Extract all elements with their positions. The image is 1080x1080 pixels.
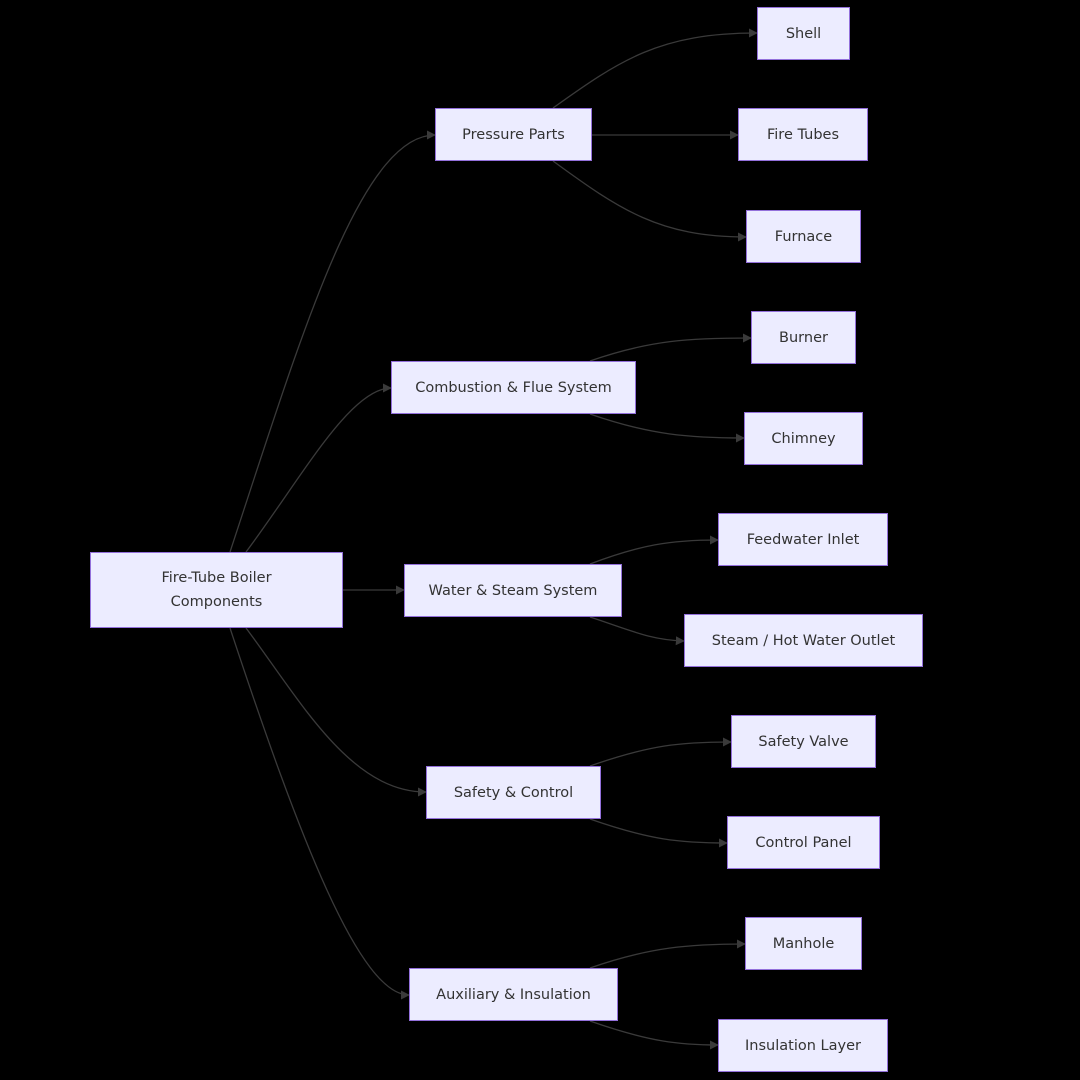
node-safety-valve: Safety Valve [731, 715, 876, 768]
edge-aux-manhole [589, 939, 746, 969]
node-label: Burner [779, 329, 828, 346]
node-label: Feedwater Inlet [746, 531, 860, 548]
edge-pressure-furnace [552, 160, 747, 242]
edge-root-combustion [245, 383, 392, 553]
node-label: Pressure Parts [462, 126, 565, 143]
node-auxiliary-insulation: Auxiliary & Insulation [409, 968, 618, 1021]
node-safety-control: Safety & Control [426, 766, 601, 819]
edge-water-outlet [589, 616, 685, 646]
node-label: Combustion & Flue System [415, 379, 612, 396]
node-label: Insulation Layer [745, 1037, 861, 1054]
node-combustion-flue-system: Combustion & Flue System [391, 361, 636, 414]
node-label: Manhole [772, 935, 835, 952]
node-label: Shell [785, 25, 822, 42]
edge-water-feedwater [589, 535, 719, 565]
node-fire-tube-boiler-components: Fire-Tube Boiler Components [90, 552, 343, 628]
node-steam-hot-water-outlet: Steam / Hot Water Outlet [684, 614, 923, 667]
node-label: Control Panel [755, 834, 852, 851]
node-manhole: Manhole [745, 917, 862, 970]
edge-combustion-chimney [589, 413, 745, 443]
node-feedwater-inlet: Feedwater Inlet [718, 513, 888, 566]
node-label: Safety & Control [453, 784, 574, 801]
node-label: Auxiliary & Insulation [436, 986, 591, 1003]
node-chimney: Chimney [744, 412, 863, 465]
edge-root-pressure-parts [229, 130, 436, 553]
node-label: Safety Valve [758, 733, 849, 750]
node-label: Fire Tubes [766, 126, 839, 143]
edge-root-auxiliary [229, 627, 410, 1000]
node-control-panel: Control Panel [727, 816, 880, 869]
node-furnace: Furnace [746, 210, 861, 263]
node-burner: Burner [751, 311, 856, 364]
node-label: Steam / Hot Water Outlet [711, 632, 896, 649]
node-fire-tubes: Fire Tubes [738, 108, 868, 161]
edge-combustion-burner [589, 333, 752, 362]
edge-pressure-shell [552, 28, 758, 109]
edge-safety-valve [589, 737, 732, 767]
edge-root-safety-control [245, 627, 427, 797]
node-label: Fire-Tube Boiler Components [161, 570, 272, 610]
node-insulation-layer: Insulation Layer [718, 1019, 888, 1072]
node-pressure-parts: Pressure Parts [435, 108, 592, 161]
node-label: Chimney [771, 430, 836, 447]
node-shell: Shell [757, 7, 850, 60]
node-water-steam-system: Water & Steam System [404, 564, 622, 617]
edge-aux-insulation [589, 1020, 719, 1050]
edge-safety-panel [589, 818, 728, 848]
node-label: Water & Steam System [428, 582, 598, 599]
node-label: Furnace [774, 228, 833, 245]
